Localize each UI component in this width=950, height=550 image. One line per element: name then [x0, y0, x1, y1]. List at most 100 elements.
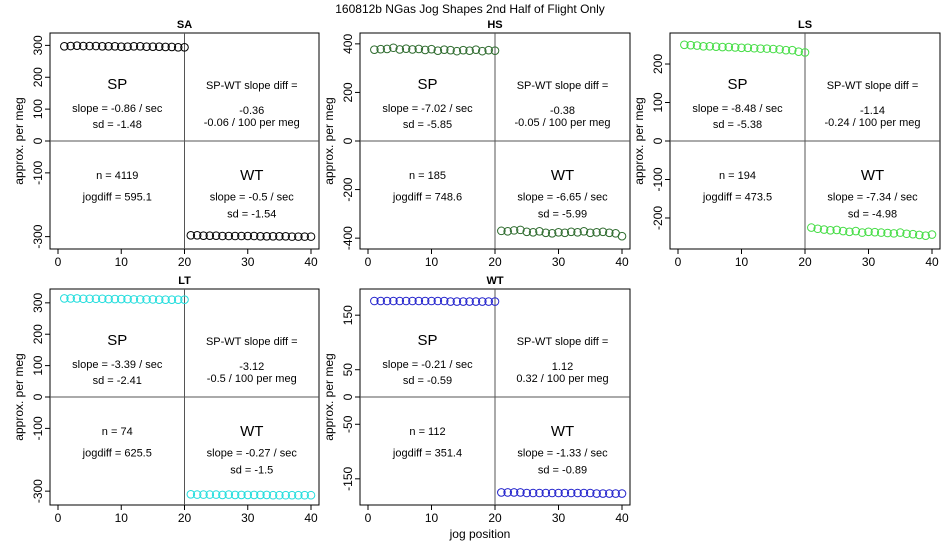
sp-sd-text: sd = -0.59	[403, 375, 452, 387]
jogdiff-text: jogdiff = 625.5	[82, 447, 152, 459]
data-point	[889, 229, 899, 238]
y-tick-label: 100	[31, 355, 45, 375]
y-tick-label: 200	[651, 54, 665, 74]
x-tick-label: 30	[241, 255, 255, 269]
data-point	[838, 226, 848, 236]
data-point	[268, 232, 278, 241]
data-point	[794, 47, 803, 57]
data-point	[104, 42, 113, 51]
panel-title: HS	[487, 19, 502, 31]
slope-diff-label: SP-WT slope diff =	[827, 80, 919, 92]
y-tick-label: 0	[31, 137, 45, 144]
data-point	[490, 46, 500, 55]
data-point	[819, 225, 829, 234]
x-tick-label: 20	[798, 255, 812, 269]
slope-diff-value: -1.14	[860, 105, 885, 117]
jogdiff-text: jogdiff = 473.5	[702, 191, 772, 203]
data-point	[617, 489, 627, 498]
data-point	[66, 41, 75, 51]
data-point	[243, 490, 253, 500]
data-point	[382, 296, 392, 306]
data-point	[484, 45, 493, 55]
slope-diff-value: -0.36	[239, 105, 264, 117]
data-point	[60, 294, 69, 303]
data-point	[471, 297, 481, 306]
slope-diff-per-meg: 0.32 / 100 per meg	[516, 373, 608, 385]
data-point	[509, 488, 519, 497]
data-point	[692, 41, 702, 50]
x-tick-label: 30	[552, 511, 566, 525]
data-point	[287, 490, 297, 500]
data-point	[560, 488, 570, 498]
y-tick-label: -100	[651, 167, 665, 191]
data-point	[908, 229, 918, 239]
x-tick-label: 0	[55, 255, 62, 269]
data-point	[522, 227, 532, 237]
data-point	[711, 42, 721, 51]
x-tick-label: 30	[552, 255, 566, 269]
data-point	[528, 488, 538, 498]
slope-diff-value: -0.38	[550, 105, 575, 117]
data-point	[439, 45, 449, 54]
y-tick-label: 200	[31, 324, 45, 344]
data-point	[730, 43, 740, 52]
data-point	[116, 42, 126, 51]
wt-slope-text: slope = -1.33 / sec	[517, 447, 608, 459]
jogdiff-text: jogdiff = 748.6	[392, 191, 462, 203]
y-tick-label: 400	[341, 34, 355, 54]
slope-diff-per-meg: -0.24 / 100 per meg	[824, 117, 920, 129]
y-axis-label: approx. per meg	[12, 353, 26, 440]
sp-sd-text: sd = -2.41	[93, 375, 142, 387]
data-point	[287, 232, 297, 241]
x-tick-label: 0	[365, 511, 372, 525]
x-tick-label: 0	[365, 255, 372, 269]
data-point	[129, 42, 139, 51]
wt-sd-text: sd = -4.98	[848, 209, 897, 221]
data-point	[566, 488, 576, 498]
data-point	[516, 488, 525, 497]
data-point	[554, 228, 563, 237]
data-point	[249, 231, 259, 241]
slope-diff-per-meg: -0.06 / 100 per meg	[204, 117, 300, 129]
data-point	[211, 490, 221, 499]
y-tick-label: -200	[651, 206, 665, 230]
data-point	[97, 42, 107, 51]
data-point	[173, 295, 183, 305]
data-point	[148, 295, 158, 304]
data-point	[535, 488, 544, 498]
data-point	[205, 231, 215, 240]
data-point	[129, 295, 139, 304]
data-point	[788, 45, 797, 55]
y-tick-label: -150	[341, 466, 355, 490]
y-tick-label: -100	[31, 416, 45, 440]
x-tick-label: 10	[115, 511, 129, 525]
data-point	[218, 231, 227, 241]
data-point	[724, 42, 734, 52]
data-point	[148, 42, 158, 51]
data-point	[116, 294, 126, 304]
data-point	[427, 44, 436, 54]
data-point	[490, 297, 500, 306]
data-point	[167, 42, 177, 52]
data-point	[401, 296, 411, 306]
data-point	[699, 42, 708, 51]
figure-title: 160812b NGas Jog Shapes 2nd Half of Flig…	[335, 2, 605, 16]
y-axis-label: approx. per meg	[322, 353, 336, 440]
data-point	[268, 490, 278, 500]
data-point	[230, 490, 240, 500]
data-point	[420, 296, 430, 306]
data-point	[768, 44, 778, 54]
x-tick-label: 40	[615, 255, 629, 269]
slope-diff-label: SP-WT slope diff =	[206, 80, 298, 92]
sp-label: SP	[417, 332, 437, 349]
data-point	[902, 229, 911, 239]
data-point	[110, 294, 120, 304]
data-point	[382, 44, 392, 54]
data-point	[300, 490, 309, 500]
data-point	[192, 231, 202, 240]
x-tick-label: 30	[862, 255, 876, 269]
x-tick-label: 40	[925, 255, 939, 269]
y-tick-label: -300	[31, 224, 45, 248]
data-point	[857, 228, 867, 237]
